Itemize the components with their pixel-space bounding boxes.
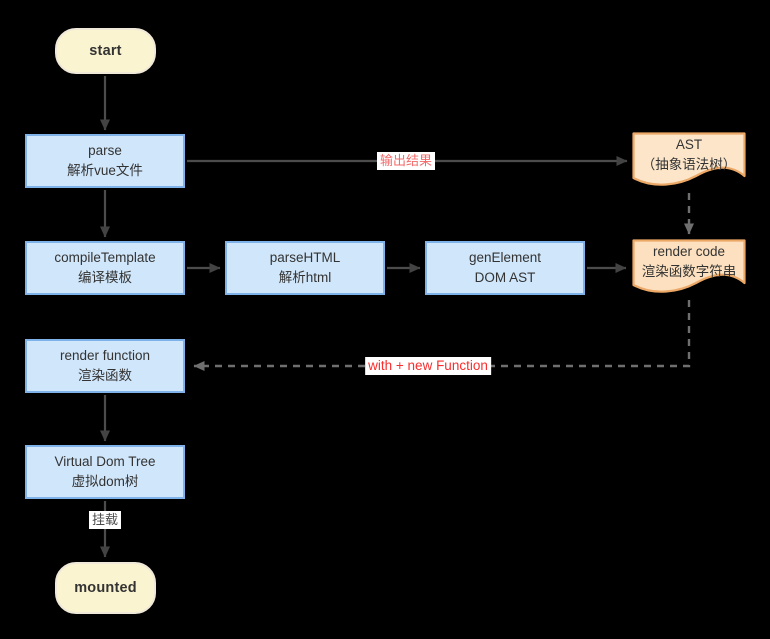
node-render-code-line2: 渲染函数字符串: [641, 264, 737, 279]
node-compile-template-line1: compileTemplate: [54, 250, 156, 265]
node-ast: AST （抽象语法树）: [632, 132, 746, 192]
node-render-function-line2: 渲染函数: [78, 368, 132, 383]
edge-label-output-result: 输出结果: [376, 152, 436, 170]
node-parse-html: parseHTML 解析html: [225, 241, 385, 295]
node-start: start: [55, 28, 156, 74]
edge-rendercode-to-renderfunction-dashed: [193, 300, 691, 371]
node-mounted-label: mounted: [74, 580, 137, 596]
node-compile-template: compileTemplate 编译模板: [25, 241, 185, 295]
node-parse-line2: 解析vue文件: [67, 163, 143, 178]
node-ast-line1: AST: [675, 137, 703, 152]
node-virtual-dom-line2: 虚拟dom树: [71, 474, 139, 489]
node-compile-template-line2: 编译模板: [78, 270, 132, 285]
node-render-code: render code 渲染函数字符串: [632, 239, 746, 299]
node-parse: parse 解析vue文件: [25, 134, 185, 188]
node-gen-element: genElement DOM AST: [425, 241, 585, 295]
node-render-function: render function 渲染函数: [25, 339, 185, 393]
node-parse-line1: parse: [88, 143, 122, 158]
document-shape-icon: [632, 239, 746, 293]
edge-label-mount: 挂载: [88, 511, 122, 529]
node-parse-html-line1: parseHTML: [269, 250, 341, 265]
node-start-label: start: [89, 43, 122, 59]
node-render-function-line1: render function: [59, 348, 151, 363]
edge-label-with-new-function: with + new Function: [365, 357, 491, 375]
node-gen-element-line2: DOM AST: [474, 270, 536, 285]
node-render-code-line1: render code: [652, 244, 726, 259]
document-shape-icon: [632, 132, 746, 186]
node-mounted: mounted: [55, 562, 156, 614]
node-virtual-dom-line1: Virtual Dom Tree: [54, 454, 156, 469]
node-virtual-dom: Virtual Dom Tree 虚拟dom树: [25, 445, 185, 499]
node-parse-html-line2: 解析html: [278, 270, 332, 285]
node-ast-line2: （抽象语法树）: [641, 157, 737, 172]
node-gen-element-line1: genElement: [468, 250, 542, 265]
